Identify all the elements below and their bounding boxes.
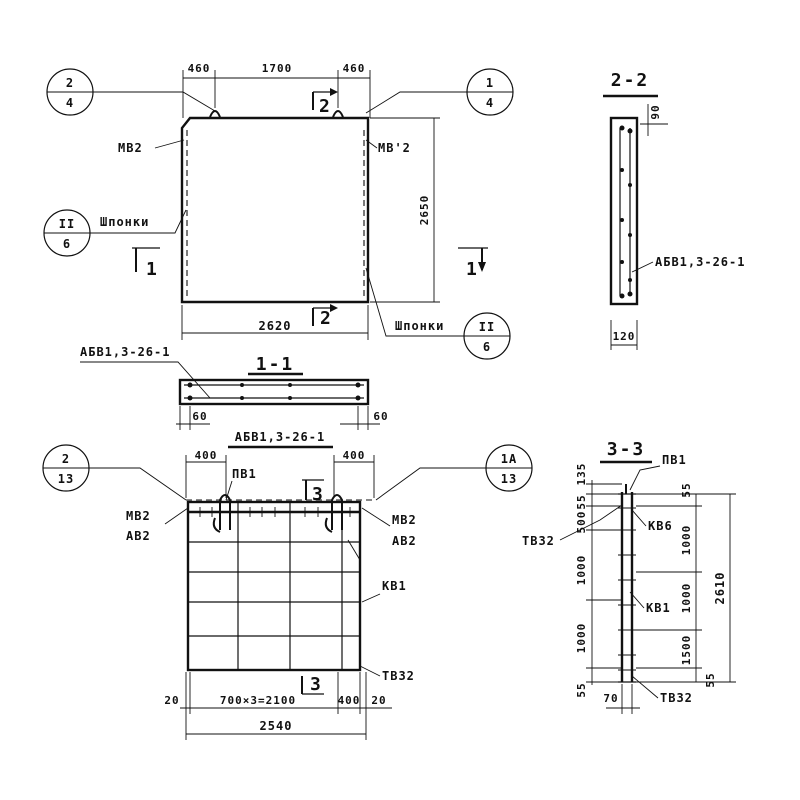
svg-text:3: 3	[310, 674, 323, 695]
callout-den: 13	[501, 472, 517, 486]
loop-pv1-right	[331, 494, 343, 530]
dim-left: 60	[192, 410, 207, 423]
svg-text:2: 2	[320, 308, 333, 329]
callout-num: 1	[486, 76, 494, 90]
cage-outline	[186, 500, 362, 672]
dim-l-55: 55	[575, 494, 588, 509]
dim-top: 90	[649, 104, 662, 119]
dim-r-1500: 1500	[680, 635, 693, 666]
cut-2-top: 2	[312, 88, 338, 117]
callout-num: II	[479, 320, 495, 334]
rebar-dots	[619, 125, 633, 299]
dim-bottom: 70	[603, 692, 618, 705]
dim-l-500: 500	[575, 511, 588, 534]
label-mv-right: МВ2	[392, 513, 417, 527]
rebar-dots	[187, 382, 361, 401]
cut-1-left: 1	[132, 247, 160, 280]
label: АБВ1,3-26-1	[80, 345, 170, 359]
dim-r-1000a: 1000	[680, 525, 693, 556]
cut-2-bottom: 2	[312, 304, 338, 329]
dim-right: 400	[343, 449, 366, 462]
loop-pv1-left	[219, 494, 231, 530]
section-outline	[178, 378, 370, 406]
section-title: 3-3	[607, 439, 646, 460]
cut-3-bottom: 3	[301, 674, 324, 695]
callout-top-right: 1 4	[365, 68, 514, 116]
dim-spacing: 700×3=2100	[220, 694, 296, 707]
callout-num: 2	[62, 452, 70, 466]
cut-1-right: 1	[458, 247, 488, 280]
dim-total: 2610	[713, 572, 727, 605]
callout-num: II	[59, 217, 75, 231]
lifting-loop-right	[332, 110, 344, 118]
label-pv: ПВ1	[232, 467, 257, 481]
section-outline	[609, 116, 639, 306]
dim-width: 2540	[260, 719, 293, 733]
panel-elevation: 460 1700 460 2650 2620 МВ2 МВ'2 Шпонки Ш…	[90, 62, 488, 340]
label-tv-bottom: ТВ32	[660, 691, 693, 705]
svg-text:1: 1	[146, 259, 159, 280]
section-title: 1-1	[256, 354, 295, 375]
label-mv-right: МВ'2	[378, 141, 411, 155]
label-pv: ПВ1	[662, 453, 687, 467]
callout-bottom-right: 1A 13	[375, 444, 533, 501]
dim-right: 460	[343, 62, 366, 75]
svg-text:3: 3	[312, 484, 325, 505]
dim-r-1000b: 1000	[680, 583, 693, 614]
label-ab-right: АВ2	[392, 534, 417, 548]
dim-l-1000b: 1000	[575, 623, 588, 654]
dim-l-55b: 55	[575, 682, 588, 697]
dim-l-1000a: 1000	[575, 555, 588, 586]
label-kv: КВ1	[382, 579, 407, 593]
callout-den: 13	[58, 472, 74, 486]
label-keys-right: Шпонки	[395, 319, 444, 333]
callout-num: 1A	[501, 452, 517, 466]
callout-den: 4	[486, 96, 494, 110]
callout-right-mid: II 6	[463, 312, 511, 360]
section-title: 2-2	[611, 70, 650, 91]
panel-outline	[180, 116, 370, 304]
dim-height: 2650	[418, 195, 431, 226]
dim-20-right: 20	[371, 694, 386, 707]
label-ab-left: АВ2	[126, 529, 151, 543]
dim-r-55b: 55	[704, 672, 717, 687]
label-keys-left: Шпонки	[100, 215, 149, 229]
cut-3-top: 3	[302, 479, 325, 505]
callout-den: 6	[483, 340, 491, 354]
cage-title: АБВ1,3-26-1	[235, 430, 325, 444]
callout-left-mid: II 6	[43, 209, 91, 257]
dim-left: 460	[188, 62, 211, 75]
bar-ticks	[199, 507, 351, 517]
callout-num: 2	[66, 76, 74, 90]
lifting-loop-left	[209, 110, 221, 118]
dim-r-55: 55	[680, 482, 693, 497]
label-kv1: КВ1	[646, 601, 671, 615]
callout-den: 6	[63, 237, 71, 251]
svg-text:1: 1	[466, 259, 479, 280]
callout-bottom-left: 2 13	[42, 444, 187, 501]
label-mv-left: МВ2	[126, 509, 151, 523]
reinforcement-cage: АБВ1,3-26-1 400 400	[126, 430, 417, 740]
dim-mid: 1700	[262, 62, 293, 75]
dim-400-bottom: 400	[338, 694, 361, 707]
label-tv: ТВ32	[382, 669, 415, 683]
dim-l-135: 135	[575, 463, 588, 486]
rebar-ticks	[618, 507, 636, 671]
dim-bottom: 120	[613, 330, 636, 343]
callout-den: 4	[66, 96, 74, 110]
label-tv-left: ТВ32	[522, 534, 555, 548]
label-kv6: КВ6	[648, 519, 673, 533]
callout-top-left: 2 4	[46, 68, 216, 116]
dim-width: 2620	[259, 319, 292, 333]
dim-left: 400	[195, 449, 218, 462]
section-2-2: 2-2 90 120 АБВ1,3-26-1	[603, 70, 745, 350]
label: АБВ1,3-26-1	[655, 255, 745, 269]
dim-right: 60	[373, 410, 388, 423]
section-1-1: 1-1 АБВ1,3-26-1 60 60	[80, 345, 388, 430]
section-3-3: 3-3 ПВ1 135 55 500 1000	[522, 439, 736, 714]
dim-20-left: 20	[164, 694, 179, 707]
label-mv-left: МВ2	[118, 141, 143, 155]
svg-text:2: 2	[319, 96, 332, 117]
